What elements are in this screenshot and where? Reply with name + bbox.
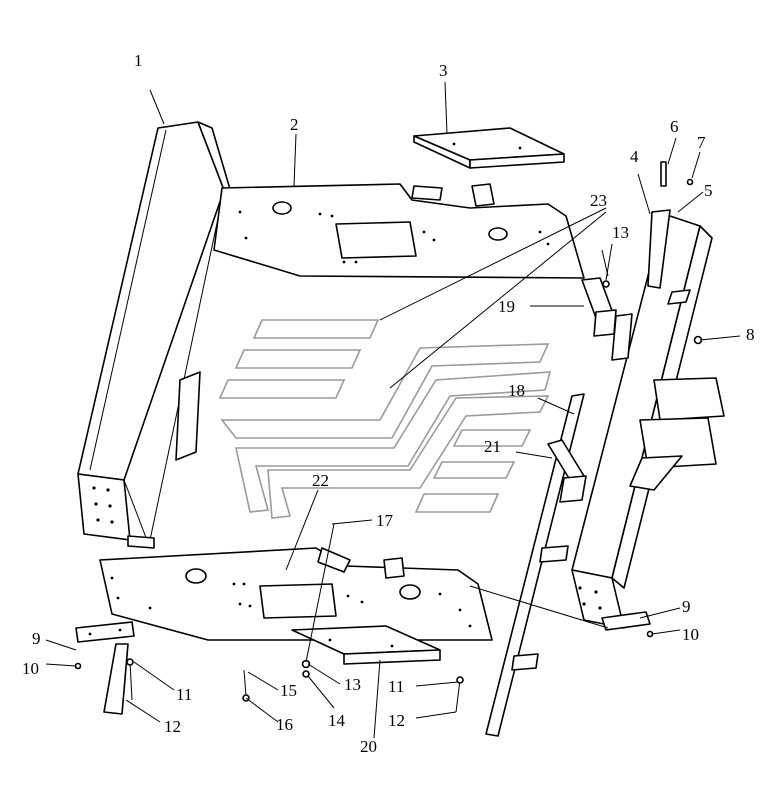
callout-12-right: 12 (388, 711, 405, 730)
callout-6: 6 (670, 117, 679, 136)
part-vertical-strap (485, 393, 585, 737)
callout-2: 2 (290, 115, 299, 134)
callout-4: 4 (630, 147, 639, 166)
callout-labels: 1 2 3 4 5 6 7 8 9 9 10 10 11 11 12 12 13… (22, 51, 755, 756)
callout-10-left: 10 (22, 659, 39, 678)
part-lower-plate (291, 625, 441, 665)
callout-13-top: 13 (612, 223, 629, 242)
callout-21: 21 (484, 437, 501, 456)
callout-12-left: 12 (164, 717, 181, 736)
part-bracket-21 (547, 439, 587, 503)
callout-5: 5 (704, 181, 713, 200)
callout-18: 18 (508, 381, 525, 400)
leader-lines (45, 81, 741, 739)
callout-9-right: 9 (682, 597, 691, 616)
callout-11-right: 11 (388, 677, 404, 696)
callout-14: 14 (328, 711, 346, 730)
callout-1: 1 (134, 51, 143, 70)
callout-3: 3 (439, 61, 448, 80)
part-cover-plate (413, 127, 565, 169)
callout-20: 20 (360, 737, 377, 756)
callout-13-bottom: 13 (344, 675, 361, 694)
callout-19: 19 (498, 297, 515, 316)
callout-7: 7 (697, 133, 706, 152)
watermark-logo (218, 319, 552, 519)
part-bracket-19 (581, 277, 617, 337)
callout-16: 16 (276, 715, 293, 734)
part-right-bracket-9 (601, 611, 651, 631)
callout-22: 22 (312, 471, 329, 490)
part-end-beam-right (571, 209, 725, 629)
part-end-beam-left (77, 121, 233, 549)
callout-17: 17 (376, 511, 394, 530)
part-side-plate-front (99, 535, 493, 641)
part-side-plate-rear (213, 183, 585, 279)
callout-8: 8 (746, 325, 755, 344)
callout-15: 15 (280, 681, 297, 700)
part-left-post (75, 621, 135, 715)
callout-10-right: 10 (682, 625, 699, 644)
callout-23: 23 (590, 191, 607, 210)
callout-11-left: 11 (176, 685, 192, 704)
callout-9-left: 9 (32, 629, 41, 648)
